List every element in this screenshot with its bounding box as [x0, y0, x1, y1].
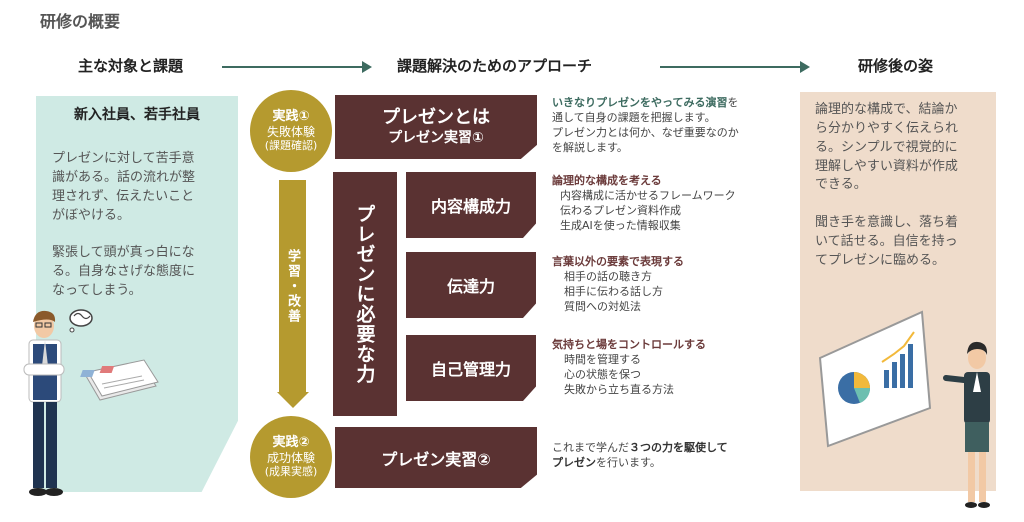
- intro-subtitle: プレゼン実習①: [388, 129, 484, 146]
- arrow-head-1: [362, 61, 372, 73]
- target-description: プレゼンに対して苦手意 識がある。話の流れが整 理されず、伝えたいこと がぼやけ…: [52, 151, 196, 298]
- intro-title: プレゼンとは: [382, 107, 490, 129]
- arrow-head-2: [800, 61, 810, 73]
- intro-highlight: いきなりプレゼンをやってみる演習: [552, 96, 728, 109]
- target-panel: [36, 96, 238, 492]
- learning-arrow-head: [277, 392, 309, 408]
- skill-content-structure: 内容構成力: [406, 172, 536, 238]
- required-skills-box: [333, 172, 397, 416]
- practice-1-badge: 実践① 失敗体験 (課題確認): [250, 90, 332, 172]
- final-highlight: ３つの力を駆使して: [629, 441, 728, 454]
- final-description: これまで学んだ３つの力を駆使して プレゼンを行います。: [552, 441, 728, 471]
- arrow-line-1: [222, 66, 362, 68]
- list-item: 失敗から立ち直る方法: [564, 382, 674, 396]
- delivery-heading: 言葉以外の要素で表現する: [552, 255, 684, 268]
- presenter-illustration: [818, 310, 990, 508]
- skill-self-management: 自己管理力: [406, 335, 536, 401]
- self-management-description: 気持ちと場をコントロールする 時間を管理する 心の状態を保つ 失敗から立ち直る方…: [552, 338, 706, 397]
- header-approach: 課題解決のためのアプローチ: [397, 57, 593, 75]
- self-management-heading: 気持ちと場をコントロールする: [552, 338, 706, 351]
- intro-suffix: を: [727, 96, 739, 109]
- practice-2-badge: 実践② 成功体験 (成果実感): [250, 416, 332, 498]
- after-description: 論理的な構成で、結論か ら分かりやすく伝えられ る。シンプルで視覚的に 理解しや…: [815, 102, 959, 268]
- intro-presentation-box: プレゼンとは プレゼン実習①: [335, 95, 537, 159]
- intro-description: いきなりプレゼンをやってみる演習を 通して自身の課題を把握します。 プレゼン力と…: [552, 96, 739, 155]
- list-item: 生成AIを使った情報収集: [560, 218, 681, 232]
- skill-delivery: 伝達力: [406, 252, 536, 318]
- chart-board-illustration: [818, 310, 932, 448]
- documents-illustration: [80, 359, 159, 401]
- final-prefix: これまで学んだ: [552, 441, 629, 454]
- final-highlight-2: プレゼン: [552, 455, 596, 469]
- content-structure-heading: 論理的な構成を考える: [552, 174, 662, 187]
- list-item: 質問への対処法: [564, 299, 641, 313]
- list-item: 時間を管理する: [564, 352, 641, 366]
- content-structure-description: 論理的な構成を考える 内容構成に活かせるフレームワーク 伝わるプレゼン資料作成 …: [552, 174, 736, 233]
- delivery-description: 言葉以外の要素で表現する 相手の話の聴き方 相手に伝わる話し方 質問への対処法: [552, 255, 684, 314]
- learning-label: 学習・改善: [285, 248, 300, 324]
- practice-1-note: (課題確認): [264, 139, 318, 153]
- arrow-line-2: [660, 66, 800, 68]
- practice-1-label: 実践①: [272, 109, 310, 125]
- thought-bubble-icon: [69, 309, 93, 333]
- intro-line: を解説します。: [552, 140, 628, 154]
- target-title: 新入社員、若手社員: [74, 107, 200, 123]
- list-item: 心の状態を保つ: [564, 367, 641, 381]
- practice-1-type: 失敗体験: [266, 125, 315, 139]
- learning-arrow: [279, 180, 306, 392]
- intro-line: プレゼン力とは何か、なぜ重要なのか: [552, 125, 739, 139]
- header-targets: 主な対象と課題: [78, 57, 184, 75]
- practice-2-label: 実践②: [272, 435, 310, 451]
- list-item: 相手に伝わる話し方: [564, 284, 663, 298]
- required-skills-label: プレゼンに必要な力: [353, 204, 376, 384]
- practice-2-type: 成功体験: [266, 451, 315, 465]
- intro-line: 通して自身の課題を把握します。: [552, 110, 716, 124]
- final-suffix: を行います。: [596, 455, 661, 469]
- list-item: 伝わるプレゼン資料作成: [560, 203, 681, 217]
- page-title: 研修の概要: [40, 12, 121, 31]
- list-item: 内容構成に活かせるフレームワーク: [560, 188, 736, 202]
- businessman-illustration: [23, 309, 159, 496]
- practice-2-note: (成果実感): [264, 465, 318, 479]
- list-item: 相手の話の聴き方: [564, 269, 652, 283]
- final-presentation-box: プレゼン実習②: [335, 427, 537, 488]
- header-after: 研修後の姿: [858, 57, 934, 75]
